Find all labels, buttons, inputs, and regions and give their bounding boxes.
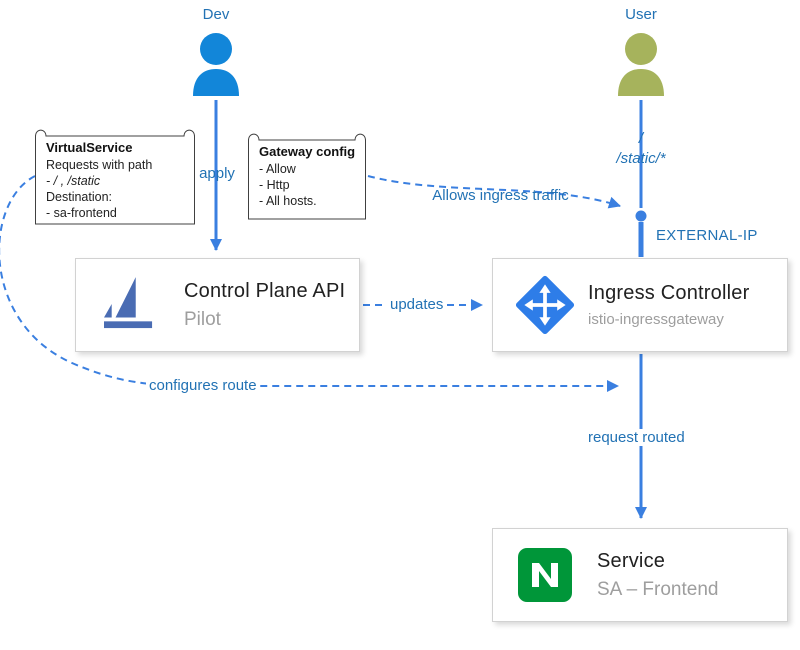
control-plane-title: Control Plane API xyxy=(184,279,346,302)
virtualservice-note-title: VirtualService xyxy=(46,140,133,155)
configures-route-arrow xyxy=(0,175,619,392)
scroll-shape-icon xyxy=(248,133,366,220)
control-plane-subtitle: Pilot xyxy=(184,308,221,330)
configures-route-label: configures route xyxy=(146,377,260,394)
request-routed-label: request routed xyxy=(585,429,688,446)
ingress-controller-title: Ingress Controller xyxy=(588,282,750,304)
ingress-controller-text: Ingress Controller istio-ingressgateway xyxy=(588,282,749,328)
virtualservice-note-line: Destination: xyxy=(46,190,113,204)
external-ip-label: EXTERNAL-IP xyxy=(656,227,758,244)
ingress-controller-node: Ingress Controller istio-ingressgateway xyxy=(492,258,788,352)
user-label: User xyxy=(625,6,657,23)
service-node: Service SA – Frontend xyxy=(492,528,788,622)
ingress-controller-subtitle: istio-ingressgateway xyxy=(588,311,724,328)
ingress-gateway-icon xyxy=(515,275,575,335)
istio-sail-icon xyxy=(104,277,153,329)
gateway-config-note-line: - Allow xyxy=(259,162,296,176)
control-plane-text: Control Plane API Pilot xyxy=(184,280,345,331)
control-plane-node: Control Plane API Pilot xyxy=(75,258,360,352)
apply-label: apply xyxy=(199,165,235,182)
service-text: Service SA – Frontend xyxy=(597,550,718,601)
scroll-shape-icon xyxy=(35,129,195,225)
updates-label: updates xyxy=(387,296,447,313)
gateway-config-note-title: Gateway config xyxy=(259,144,356,159)
external-ip-dot xyxy=(635,210,647,222)
virtualservice-note-line: Requests with path xyxy=(46,158,153,172)
service-subtitle: SA – Frontend xyxy=(597,578,719,600)
gateway-config-note: Gateway config - Allow - Http - All host… xyxy=(248,130,366,220)
gateway-config-note-line: - All hosts. xyxy=(259,194,317,208)
virtualservice-note-line: - / , /static xyxy=(46,174,101,188)
user-person-icon xyxy=(618,33,664,96)
dev-person-icon xyxy=(193,33,239,96)
dev-label: Dev xyxy=(202,6,230,23)
allows-ingress-label: Allows ingress traffic xyxy=(432,187,569,204)
service-title: Service xyxy=(597,549,666,572)
user-path-slash-label: / xyxy=(638,130,644,147)
gateway-config-note-line: - Http xyxy=(259,178,290,192)
nginx-icon xyxy=(518,548,572,602)
virtualservice-note: VirtualService Requests with path - / , … xyxy=(35,126,195,225)
user-path-static-label: /static/* xyxy=(616,150,666,167)
virtualservice-note-line: - sa-frontend xyxy=(46,206,117,220)
